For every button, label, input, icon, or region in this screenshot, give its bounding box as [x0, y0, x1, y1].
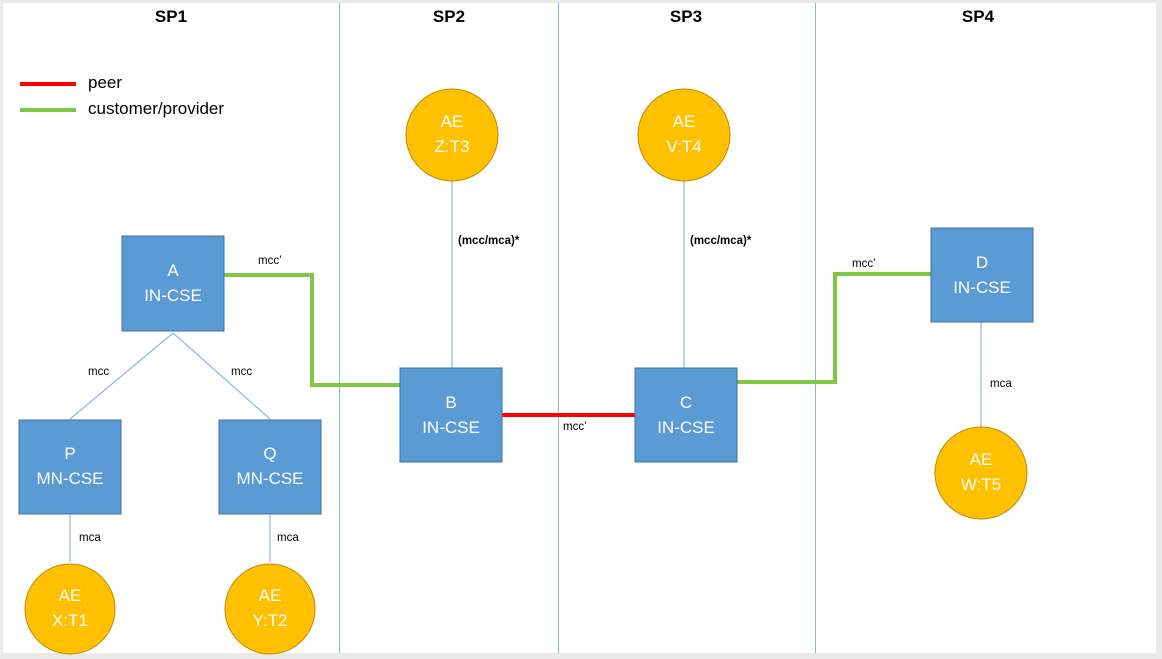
node-ae-y-name: AE: [259, 586, 282, 605]
node-ae-v-name: AE: [673, 112, 696, 131]
node-q-mn-cse: Q MN-CSE: [218, 419, 322, 515]
node-ae-y-id: Y:T2: [253, 611, 288, 630]
node-ae-y-circle: [224, 563, 316, 655]
column-title-sp3: SP3: [670, 7, 702, 26]
edge-a-q: [172, 332, 271, 420]
edge-label-q-y: mca: [277, 532, 299, 544]
node-a-type: IN-CSE: [144, 286, 202, 305]
edge-label-a-p: mcc: [88, 366, 109, 378]
node-b-in-cse: B IN-CSE: [399, 367, 503, 463]
column-title-sp1: SP1: [155, 7, 187, 26]
node-c-type: IN-CSE: [657, 418, 715, 437]
edge-label-b-c: mcc’: [563, 421, 587, 433]
node-b-box: [399, 367, 503, 463]
node-b-type: IN-CSE: [422, 418, 480, 437]
node-ae-v-circle: [637, 88, 731, 182]
node-b-name: B: [445, 393, 456, 412]
node-ae-w-t5: AE W:T5: [934, 426, 1028, 520]
node-ae-w-circle: [934, 426, 1028, 520]
node-ae-x-circle: [24, 563, 116, 655]
node-c-name: C: [680, 393, 692, 412]
legend: peer customer/provider: [20, 73, 224, 118]
node-ae-v-t4: AE V:T4: [637, 88, 731, 182]
node-ae-y-t2: AE Y:T2: [224, 563, 316, 655]
edge-label-b-z: (mcc/mca)*: [458, 235, 520, 247]
node-q-name: Q: [263, 444, 276, 463]
node-a-name: A: [167, 261, 179, 280]
node-p-box: [18, 419, 122, 515]
edge-label-c-v: (mcc/mca)*: [690, 235, 752, 247]
thin-connections: [69, 181, 982, 562]
edge-label-c-d: mcc’: [852, 258, 876, 270]
node-ae-z-circle: [405, 88, 499, 182]
node-c-box: [634, 367, 738, 463]
node-p-name: P: [64, 444, 75, 463]
edge-a-p: [69, 332, 174, 420]
legend-peer-label: peer: [88, 73, 122, 92]
node-ae-x-t1: AE X:T1: [24, 563, 116, 655]
node-ae-w-name: AE: [970, 450, 993, 469]
node-c-in-cse: C IN-CSE: [634, 367, 738, 463]
node-q-box: [218, 419, 322, 515]
node-d-box: [930, 227, 1034, 323]
legend-customer-provider-label: customer/provider: [88, 99, 224, 118]
edge-c-d-customer-provider: [736, 272, 931, 384]
edge-label-a-q: mcc: [231, 366, 252, 378]
node-a-in-cse: A IN-CSE: [121, 235, 225, 332]
node-ae-w-id: W:T5: [961, 475, 1001, 494]
node-p-mn-cse: P MN-CSE: [18, 419, 122, 515]
edge-label-d-w: mca: [990, 378, 1012, 390]
node-p-type: MN-CSE: [36, 469, 103, 488]
column-title-sp4: SP4: [962, 7, 995, 26]
node-a-box: [121, 235, 225, 332]
node-ae-v-id: V:T4: [666, 137, 701, 156]
node-d-in-cse: D IN-CSE: [930, 227, 1034, 323]
column-title-sp2: SP2: [433, 7, 465, 26]
node-ae-x-name: AE: [59, 586, 82, 605]
node-ae-x-id: X:T1: [52, 611, 88, 630]
node-ae-z-id: Z:T3: [435, 137, 470, 156]
edge-label-p-x: mca: [79, 532, 101, 544]
node-d-name: D: [976, 253, 988, 272]
node-d-type: IN-CSE: [953, 278, 1011, 297]
edge-a-b-customer-provider: [224, 273, 400, 387]
edge-label-a-b: mcc’: [258, 255, 282, 267]
node-ae-z-t3: AE Z:T3: [405, 88, 499, 182]
node-q-type: MN-CSE: [236, 469, 303, 488]
node-ae-z-name: AE: [441, 112, 464, 131]
